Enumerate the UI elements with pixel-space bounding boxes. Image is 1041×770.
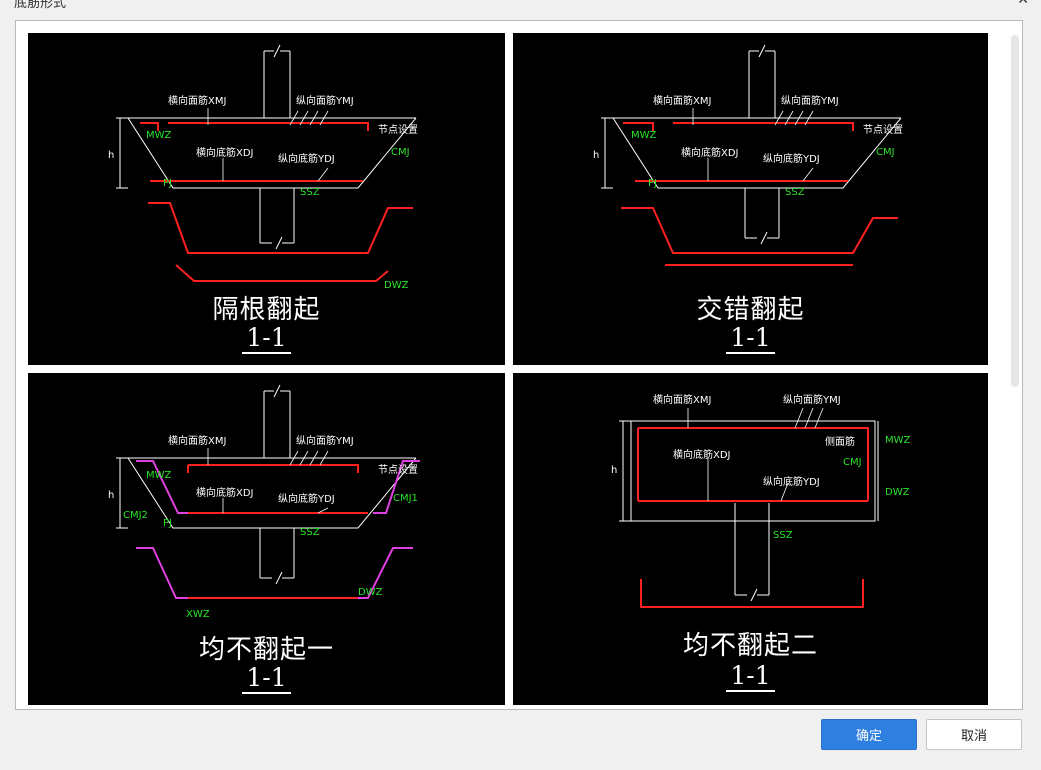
rebar-diagram: 横向面筋XMJ 纵向面筋YMJ 横向底筋XDJ 纵向底筋YDJ CMJ h PJ… <box>593 44 903 266</box>
label-pj: PJ <box>163 178 172 189</box>
label-cmj: CMJ <box>876 147 895 158</box>
label-mwz: MWZ <box>146 130 172 141</box>
rebar-diagram: 横向面筋XMJ 纵向面筋YMJ 横向底筋XDJ 纵向底筋YDJ 侧面筋 CMJ … <box>611 393 911 608</box>
label-xwz: XWZ <box>186 609 210 620</box>
label-mwz: MWZ <box>885 435 911 446</box>
label-dwz: DWZ <box>358 587 383 598</box>
label-ydj: 纵向底筋YDJ <box>763 475 820 488</box>
option-staggered-bent[interactable]: 横向面筋XMJ 纵向面筋YMJ 横向底筋XDJ 纵向底筋YDJ CMJ h PJ… <box>513 33 988 365</box>
label-ymj: 纵向面筋YMJ <box>296 94 354 107</box>
label-side: 节点设置 <box>378 464 418 476</box>
section-label: 1-1 <box>242 663 291 694</box>
cancel-button[interactable]: 取消 <box>926 719 1022 750</box>
option-alternate-bar-bent[interactable]: 横向面筋XMJ 纵向面筋YMJ 横向底筋XDJ 纵向底筋YDJ CMJ h PJ… <box>28 33 505 365</box>
option-title: 均不翻起二 <box>682 631 818 661</box>
section-label: 1-1 <box>726 661 775 692</box>
section-label: 1-1 <box>242 323 291 354</box>
label-pj: PJ <box>163 518 172 529</box>
label-ssz: SSZ <box>300 187 320 198</box>
label-cmj: CMJ <box>391 147 410 158</box>
options-area: 横向面筋XMJ 纵向面筋YMJ 横向底筋XDJ 纵向底筋YDJ CMJ h PJ… <box>15 20 1023 710</box>
rebar-diagram: 横向面筋XMJ 纵向面筋YMJ 横向底筋XDJ 纵向底筋YDJ CMJ h PJ… <box>108 44 418 291</box>
label-xmj: 横向面筋XMJ <box>168 434 226 447</box>
label-h: h <box>108 150 114 161</box>
label-pj: PJ <box>648 178 657 189</box>
label-cmj1: CMJ1 <box>393 493 418 504</box>
option-none-bent-one[interactable]: 横向面筋XMJ 纵向面筋YMJ 横向底筋XDJ 纵向底筋YDJ CMJ1 CMJ… <box>28 373 505 705</box>
section-label: 1-1 <box>726 323 775 354</box>
label-dwz: DWZ <box>384 280 409 291</box>
label-ydj: 纵向底筋YDJ <box>278 492 335 505</box>
label-ssz: SSZ <box>300 527 320 538</box>
label-mwz: MWZ <box>631 130 657 141</box>
label-ymj: 纵向面筋YMJ <box>296 434 354 447</box>
label-cmj: CMJ <box>843 457 862 468</box>
rebar-diagram: 横向面筋XMJ 纵向面筋YMJ 横向底筋XDJ 纵向底筋YDJ CMJ1 CMJ… <box>108 384 420 620</box>
dialog-titlebar: 底筋形式 ✕ <box>0 0 1041 10</box>
label-xdj: 横向底筋XDJ <box>681 146 739 159</box>
label-xmj: 横向面筋XMJ <box>653 393 711 406</box>
option-title: 均不翻起一 <box>198 635 334 665</box>
label-side: 侧面筋 <box>825 435 855 448</box>
label-xdj: 横向底筋XDJ <box>196 486 254 499</box>
label-side: 节点设置 <box>378 124 418 136</box>
label-ydj: 纵向底筋YDJ <box>278 152 335 165</box>
dialog-title: 底筋形式 <box>14 0 67 10</box>
label-h: h <box>593 150 599 161</box>
option-none-bent-two[interactable]: 横向面筋XMJ 纵向面筋YMJ 横向底筋XDJ 纵向底筋YDJ 侧面筋 CMJ … <box>513 373 988 705</box>
vertical-scrollbar[interactable] <box>1011 35 1019 387</box>
close-icon[interactable]: ✕ <box>1017 0 1029 8</box>
label-xmj: 横向面筋XMJ <box>168 94 226 107</box>
label-dwz: DWZ <box>885 487 910 498</box>
label-h: h <box>611 465 617 476</box>
label-ssz: SSZ <box>773 530 793 541</box>
option-title: 交错翻起 <box>696 295 805 325</box>
label-ymj: 纵向面筋YMJ <box>783 393 841 406</box>
label-h: h <box>108 490 114 501</box>
ok-button[interactable]: 确定 <box>821 719 917 750</box>
label-xdj: 横向底筋XDJ <box>673 448 731 461</box>
label-xdj: 横向底筋XDJ <box>196 146 254 159</box>
label-ydj: 纵向底筋YDJ <box>763 152 820 165</box>
option-title: 隔根翻起 <box>212 295 321 325</box>
label-ymj: 纵向面筋YMJ <box>781 94 839 107</box>
label-cmj2: CMJ2 <box>123 510 148 521</box>
label-mwz: MWZ <box>146 470 172 481</box>
label-ssz: SSZ <box>785 187 805 198</box>
label-side: 节点设置 <box>863 124 903 136</box>
label-xmj: 横向面筋XMJ <box>653 94 711 107</box>
